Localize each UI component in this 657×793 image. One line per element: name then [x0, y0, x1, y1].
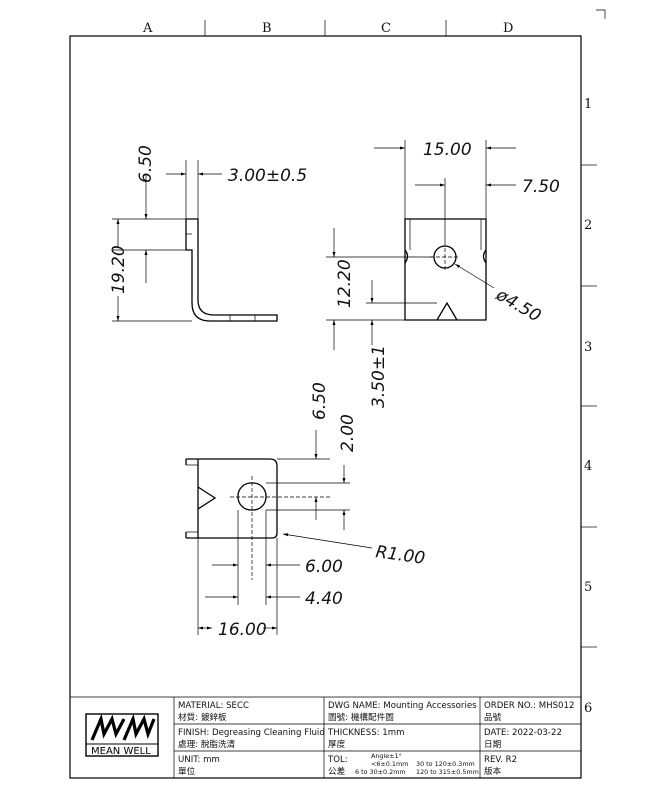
finish-label: FINISH: Degreasing Cleaning Fluid: [178, 728, 325, 738]
front-view: 15.00 7.50 12.20 3.50±1 ø4.50: [326, 140, 560, 408]
order-no-label-cn: 品號: [484, 711, 502, 723]
mean-well-logo: MEAN WELL: [85, 713, 159, 757]
dim-radius: R1.00: [374, 542, 426, 569]
unit-label: UNIT: mm: [178, 755, 220, 765]
dim-slot-offset: 6.00: [305, 557, 343, 577]
grid-row-2: 2: [584, 218, 592, 233]
finish-label-cn: 處理: 脫脂洗清: [178, 738, 236, 750]
date-label: DATE: 2022-03-22: [484, 728, 562, 738]
dim-slot-width: 4.40: [305, 589, 343, 609]
zone-grid: A B C D 1 2 3 4 5 6: [142, 20, 597, 716]
dim-side-thickness: 3.00±0.5: [228, 166, 307, 186]
sheet-frame: [69, 9, 606, 779]
tol-range-c: 30 to 120±0.3mm: [416, 760, 475, 768]
dwg-name-label: DWG NAME: Mounting Accessories: [328, 701, 477, 711]
dim-side-top: 6.50: [136, 145, 156, 183]
grid-col-d: D: [503, 21, 513, 36]
grid-row-1: 1: [584, 97, 592, 112]
dim-front-width: 15.00: [423, 140, 472, 160]
bottom-view: 6.50 2.00 R1.00 6.00 4.40 16.00: [185, 382, 426, 640]
dwg-name-label-cn: 圖號: 機構配件圖: [328, 711, 394, 723]
dim-bottom-slot: 2.00: [338, 414, 358, 452]
dim-side-height: 19.20: [109, 245, 129, 294]
grid-row-6: 6: [584, 701, 592, 716]
grid-col-a: A: [142, 21, 153, 36]
dim-bottom-width: 16.00: [218, 620, 267, 640]
tol-angle: Angle±1°: [371, 752, 402, 760]
material-label-cn: 材質: 鍍鋅板: [178, 711, 227, 723]
thickness-label: THICKNESS: 1mm: [327, 728, 405, 738]
title-block: MEAN WELL MATERIAL: SECC 材質: 鍍鋅板 FINISH:…: [85, 697, 581, 778]
svg-text:MEAN WELL: MEAN WELL: [91, 746, 151, 757]
dim-bottom-top: 6.50: [310, 382, 330, 420]
order-no-label: ORDER NO.: MHS012: [484, 701, 574, 711]
tol-label: TOL:: [327, 755, 348, 765]
grid-row-5: 5: [584, 580, 592, 595]
thickness-label-cn: 厚度: [328, 738, 346, 750]
tol-range-d: 120 to 315±0.5mm: [416, 768, 479, 776]
dim-hole-diameter: ø4.50: [492, 285, 545, 327]
grid-row-3: 3: [584, 340, 592, 355]
rev-label: REV. R2: [484, 755, 517, 765]
side-view: 6.50 3.00±0.5 19.20: [109, 145, 307, 322]
material-label: MATERIAL: SECC: [178, 701, 249, 711]
rev-label-cn: 版本: [484, 765, 502, 777]
dim-front-edge: 7.50: [522, 177, 560, 197]
grid-row-4: 4: [584, 459, 592, 474]
grid-col-b: B: [262, 21, 272, 36]
dim-front-hole-height: 12.20: [335, 259, 355, 308]
tol-range-b: 6 to 30±0.2mm: [355, 768, 406, 776]
tol-range-a: <6±0.1mm: [371, 760, 408, 768]
unit-label-cn: 單位: [178, 765, 196, 777]
grid-col-c: C: [381, 21, 391, 36]
dim-tab-height: 3.50±1: [369, 345, 389, 408]
tol-label-cn: 公差: [328, 765, 346, 777]
date-label-cn: 日期: [484, 739, 501, 750]
